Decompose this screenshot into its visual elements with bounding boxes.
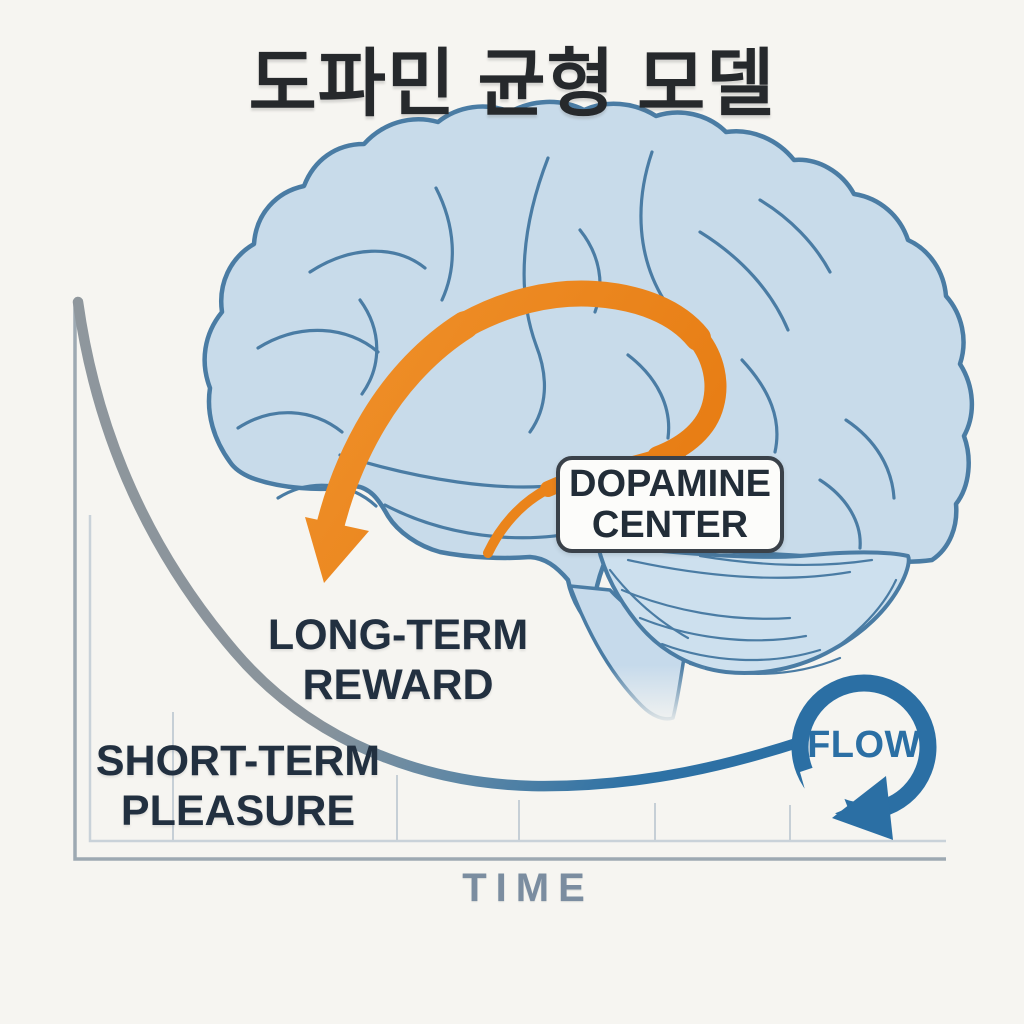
long-term-reward-line2: REWARD	[302, 660, 494, 709]
flow-cycle-icon	[791, 674, 937, 840]
dopamine-center-line1: DOPAMINE	[569, 463, 771, 506]
axis-outer-line	[73, 300, 946, 861]
cerebellum-folds	[608, 554, 898, 675]
arrowhead	[305, 517, 369, 583]
short-term-pleasure-line1: SHORT-TERM	[95, 737, 381, 785]
flow-ring-arrowhead	[832, 776, 893, 840]
short-term-pleasure-line2: PLEASURE	[120, 786, 356, 835]
chart-axes	[73, 300, 946, 861]
page-title: 도파민 균형 모델	[248, 42, 776, 125]
dopamine-center-line2: CENTER	[591, 503, 749, 546]
axis-ticks	[172, 712, 791, 840]
brain-gyri-lines	[236, 150, 896, 550]
brainstem-fade	[555, 665, 705, 731]
x-axis-label: TIME	[462, 866, 594, 910]
dopamine-center-label-box: DOPAMINE CENTER	[556, 456, 784, 553]
flow-ring-gap	[800, 762, 848, 822]
axis-inner-line	[88, 515, 946, 843]
cerebellum	[596, 544, 911, 676]
flow-label: FLOW	[807, 724, 921, 766]
pleasure-decay-curve	[72, 296, 806, 792]
short-term-pleasure-label: SHORT-TERM PLEASURE	[78, 737, 398, 837]
cerebellum-outline	[596, 544, 911, 676]
long-term-reward-line1: LONG-TERM	[267, 611, 529, 659]
long-term-reward-label: LONG-TERM REWARD	[248, 611, 548, 711]
